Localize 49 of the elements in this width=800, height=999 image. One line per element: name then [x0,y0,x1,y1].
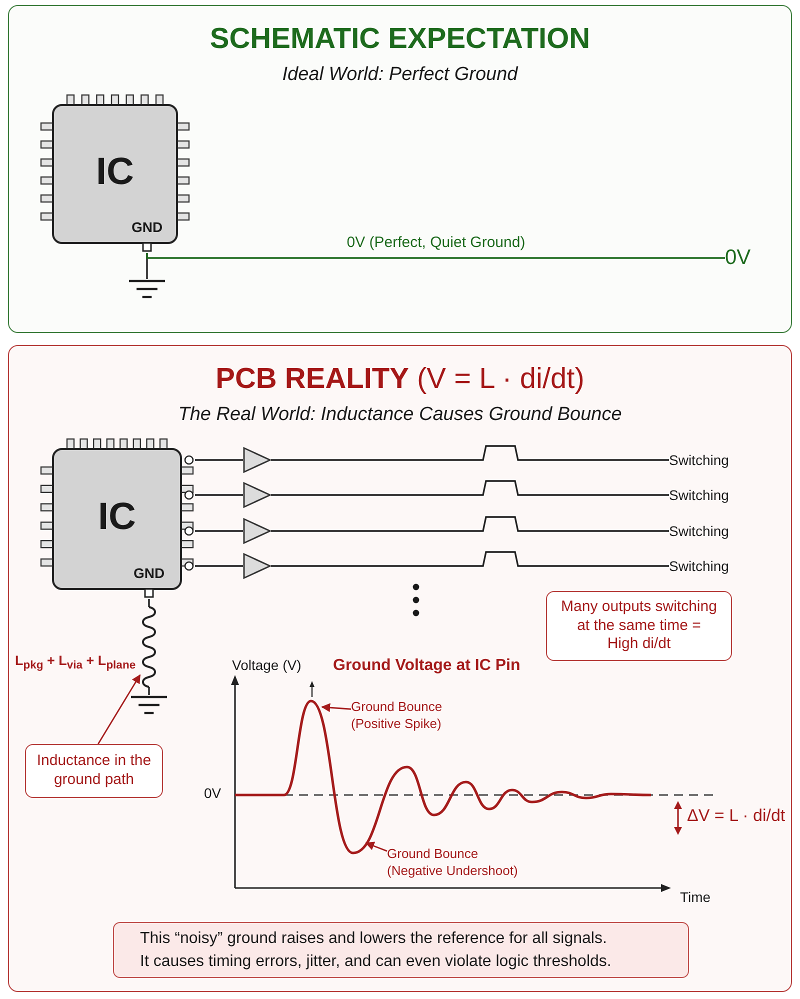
buffer-icon [243,482,271,508]
signal-trace [271,516,670,532]
wire [148,599,150,607]
pin-label: GND [133,565,165,582]
inductor-icon [140,607,158,687]
signal-label: Switching [669,486,729,504]
signal-label: Switching [669,557,729,575]
edge-label: 0V (Perfect, Quiet Ground) [346,234,526,252]
ground-trace [146,252,725,259]
signal-trace [271,551,670,567]
leader-arrow [98,674,141,744]
panel-subtitle: Ideal World: Perfect Ground [282,64,518,87]
axis-tick-label: 0V [204,785,222,802]
axis-title: Voltage (V) [232,657,302,674]
note-box: This “noisy” ground raises and lowers the reference for all signals. It causes timing errors, jitter, and can even violate logic thresholds. [113,922,689,978]
ground-icon [127,279,167,301]
leader-arrow [365,842,388,852]
wire [195,565,243,567]
inductance-label: L$_{pkg}$ + L$_{via}$ + L$_{plane}$ [15,653,136,674]
axis-title: Time [680,889,711,906]
callout-box: Inductance in the ground path [25,744,163,798]
ic-chip [39,94,191,253]
wire [195,530,243,532]
panel-subtitle: The Real World: Inductance Causes Ground Bounce [178,404,622,427]
ic-chip [39,438,195,599]
panel-title: PCB REALITY (V = L · di/dt) [216,362,584,397]
wire [148,687,150,695]
panel [8,5,792,333]
chip-label: IC [96,150,134,195]
annotation-text: Ground Bounce (Positive Spike) [351,699,459,733]
chip-label: IC [98,495,136,540]
signal-label: Switching [669,522,729,540]
pin-label: GND [131,219,163,236]
panel [8,345,792,992]
signal-label: Switching [669,451,729,469]
buffer-icon [243,553,271,579]
wire [195,459,243,461]
annotation-text: Ground Bounce (Negative Undershoot) [387,846,527,880]
leader-arrow [321,703,352,712]
voltage-label: 0V [725,246,751,270]
buffer-icon [243,447,271,473]
callout-box: Many outputs switching at the same time = High di/dt [546,591,732,661]
formula-label: ΔV = L · di/dt [687,806,786,826]
buffer-icon [243,518,271,544]
ground-icon [129,695,169,717]
signal-trace [271,445,670,461]
panel-title: SCHEMATIC EXPECTATION [210,22,590,57]
signal-trace [271,480,670,496]
chart-title: Ground Voltage at IC Pin [333,656,520,676]
